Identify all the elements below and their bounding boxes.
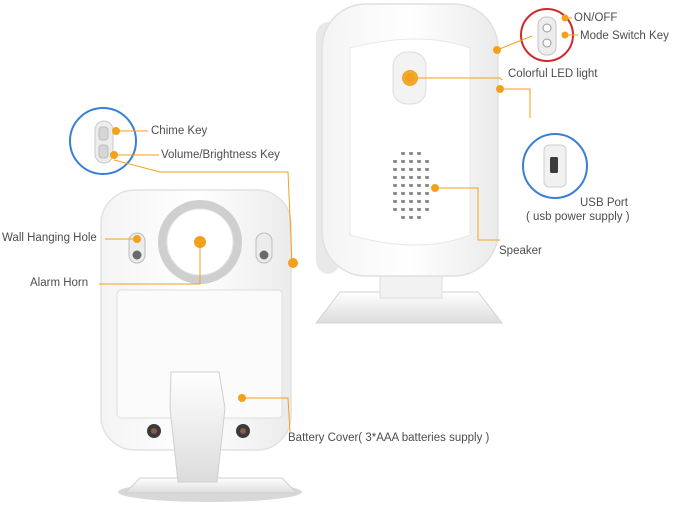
- led-dot: [405, 73, 415, 83]
- speaker-hole: [417, 216, 421, 219]
- speaker-hole: [401, 200, 405, 203]
- label-usb-port: USB Port: [580, 197, 628, 209]
- leader-lines: [99, 17, 578, 433]
- speaker-hole: [393, 200, 397, 203]
- speaker-hole: [409, 176, 413, 179]
- speaker-hole: [393, 192, 397, 195]
- front-face-panel: [349, 38, 471, 246]
- speaker-hole: [401, 192, 405, 195]
- back-stand: [169, 371, 226, 483]
- speaker-hole: [417, 168, 421, 171]
- front-base: [314, 291, 504, 324]
- usb-port-zoom-icon: [522, 133, 588, 199]
- speaker-hole: [417, 200, 421, 203]
- on-off-switch-zoom-icon: [520, 8, 574, 62]
- switch-side-dot: [493, 46, 501, 54]
- front-view-device: [314, 3, 504, 324]
- label-alarm-horn: Alarm Horn: [30, 277, 89, 289]
- base-plate: [123, 477, 299, 494]
- speaker-hole: [417, 192, 421, 195]
- speaker-hole: [409, 168, 413, 171]
- speaker-hole: [409, 192, 413, 195]
- label-wall-hanging-hole: Wall Hanging Hole: [2, 232, 97, 244]
- speaker-hole: [425, 160, 429, 163]
- label-chime-key: Chime Key: [151, 125, 208, 137]
- speaker-hole: [401, 184, 405, 187]
- wall-hanging-hole-right: [255, 232, 273, 264]
- speaker-hole: [425, 192, 429, 195]
- label-speaker: Speaker: [499, 245, 542, 257]
- speaker-grill: [393, 152, 429, 219]
- speaker-hole: [401, 176, 405, 179]
- speaker-hole: [417, 152, 421, 155]
- wall-hole-dot: [133, 235, 141, 243]
- battery-cover-dot: [238, 394, 246, 402]
- speaker-hole: [393, 160, 397, 163]
- label-colorful-led-light: Colorful LED light: [508, 68, 598, 80]
- speaker-hole: [417, 176, 421, 179]
- speaker-hole: [401, 216, 405, 219]
- speaker-hole: [409, 160, 413, 163]
- speaker-hole: [409, 208, 413, 211]
- speaker-hole: [393, 176, 397, 179]
- usb-side-dot: [496, 85, 504, 93]
- mode-switch-dot: [561, 31, 569, 39]
- speaker-hole: [409, 184, 413, 187]
- label-battery-cover: Battery Cover( 3*AAA batteries supply ): [288, 432, 490, 444]
- label-on-off: ON/OFF: [574, 12, 618, 24]
- speaker-hole: [409, 216, 413, 219]
- label-usb-power-supply: ( usb power supply ): [526, 211, 630, 223]
- speaker-hole: [425, 200, 429, 203]
- label-volume-brightness-key: Volume/Brightness Key: [161, 149, 280, 161]
- on-off-dot: [561, 14, 569, 22]
- speaker-hole: [425, 176, 429, 179]
- volume-key-dot: [110, 151, 118, 159]
- speaker-dot: [431, 184, 439, 192]
- side-buttons-zoom-icon: [69, 107, 137, 175]
- speaker-hole: [401, 168, 405, 171]
- speaker-hole: [425, 184, 429, 187]
- speaker-hole: [417, 184, 421, 187]
- speaker-hole: [425, 168, 429, 171]
- callout-dots: [110, 14, 569, 402]
- side-dot: [288, 258, 298, 268]
- speaker-hole: [409, 200, 413, 203]
- speaker-hole: [425, 208, 429, 211]
- speaker-hole: [401, 152, 405, 155]
- back-view-device: [100, 189, 302, 502]
- chime-key-dot: [112, 127, 120, 135]
- speaker-hole: [393, 184, 397, 187]
- alarm-horn-dot: [194, 236, 206, 248]
- speaker-hole: [417, 208, 421, 211]
- label-mode-switch-key: Mode Switch Key: [580, 30, 669, 42]
- wall-hanging-hole-left: [128, 232, 146, 264]
- speaker-hole: [393, 168, 397, 171]
- speaker-hole: [393, 208, 397, 211]
- speaker-hole: [417, 160, 421, 163]
- speaker-hole: [401, 160, 405, 163]
- speaker-hole: [409, 152, 413, 155]
- speaker-hole: [401, 208, 405, 211]
